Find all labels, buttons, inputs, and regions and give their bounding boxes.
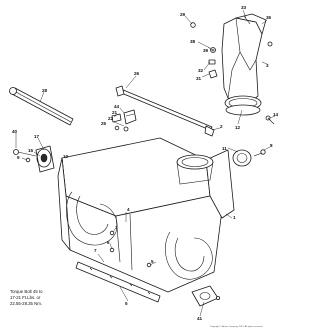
callout-41: 41 — [197, 316, 203, 321]
callout-15: 15 — [28, 148, 34, 153]
scraper-bar — [75, 261, 161, 303]
callout-1: 1 — [233, 215, 236, 220]
callout-11-right: 11 — [222, 146, 227, 151]
callout-8: 8 — [270, 143, 273, 148]
exploded-view-drawing: 29 33 36 38 39 32 31 3 26 44 21 22 25 28… — [9, 5, 279, 328]
callout-36: 36 — [266, 15, 272, 20]
callout-2: 2 — [220, 124, 223, 129]
callout-21: 21 — [112, 110, 118, 115]
callout-numbers: 29 33 36 38 39 32 31 3 26 44 21 22 25 28… — [12, 5, 279, 321]
callout-9: 9 — [17, 155, 20, 160]
callout-5-lower: 5 — [125, 301, 128, 306]
callout-38: 38 — [190, 39, 196, 44]
callout-22: 22 — [108, 116, 114, 121]
callout-14: 14 — [273, 112, 279, 117]
callout-12: 12 — [235, 125, 241, 130]
leader-lines — [15, 9, 276, 317]
copyright-text: Copyright © Ariens Company 2019, All rig… — [210, 325, 263, 328]
right-bearing — [232, 149, 266, 167]
callout-44: 44 — [114, 104, 120, 109]
front-fasteners — [109, 230, 152, 268]
left-bar — [9, 87, 74, 126]
callout-17: 17 — [34, 134, 40, 139]
auger-housing — [57, 137, 235, 293]
callout-39: 39 — [203, 48, 209, 53]
shaft-brackets — [111, 109, 137, 132]
callout-32: 32 — [198, 68, 204, 73]
chute-hardware — [190, 22, 275, 125]
callout-7-lower: 7 — [94, 248, 97, 253]
left-bearing — [13, 145, 55, 173]
callout-7: 7 — [115, 225, 118, 230]
callout-4: 4 — [127, 207, 130, 212]
torque-note-line-3: 22.55-28.35 Nm. — [10, 301, 42, 306]
callout-26: 26 — [134, 71, 140, 76]
callout-31: 31 — [196, 76, 202, 81]
callout-25: 25 — [101, 121, 107, 126]
torque-note: Torque Bolt 45 to 17-21 Ft.Lbs. or 22.55… — [10, 289, 43, 306]
skid-shoe — [191, 285, 220, 307]
parts-diagram: 29 33 36 38 39 32 31 3 26 44 21 22 25 28… — [9, 5, 279, 328]
callout-29: 29 — [180, 12, 186, 17]
discharge-chute — [221, 13, 267, 116]
callout-33: 33 — [241, 5, 247, 10]
callout-5-upper: 5 — [151, 259, 154, 264]
torque-note-line-2: 17-21 Ft.Lbs. or — [10, 295, 41, 300]
torque-note-line-1: Torque Bolt 45 to — [10, 289, 43, 294]
callout-28: 28 — [42, 88, 48, 93]
callout-6: 6 — [107, 240, 110, 245]
callout-40: 40 — [12, 129, 18, 134]
shaft-rod — [115, 85, 215, 137]
callout-3: 3 — [266, 63, 269, 68]
callout-10: 10 — [63, 154, 69, 159]
